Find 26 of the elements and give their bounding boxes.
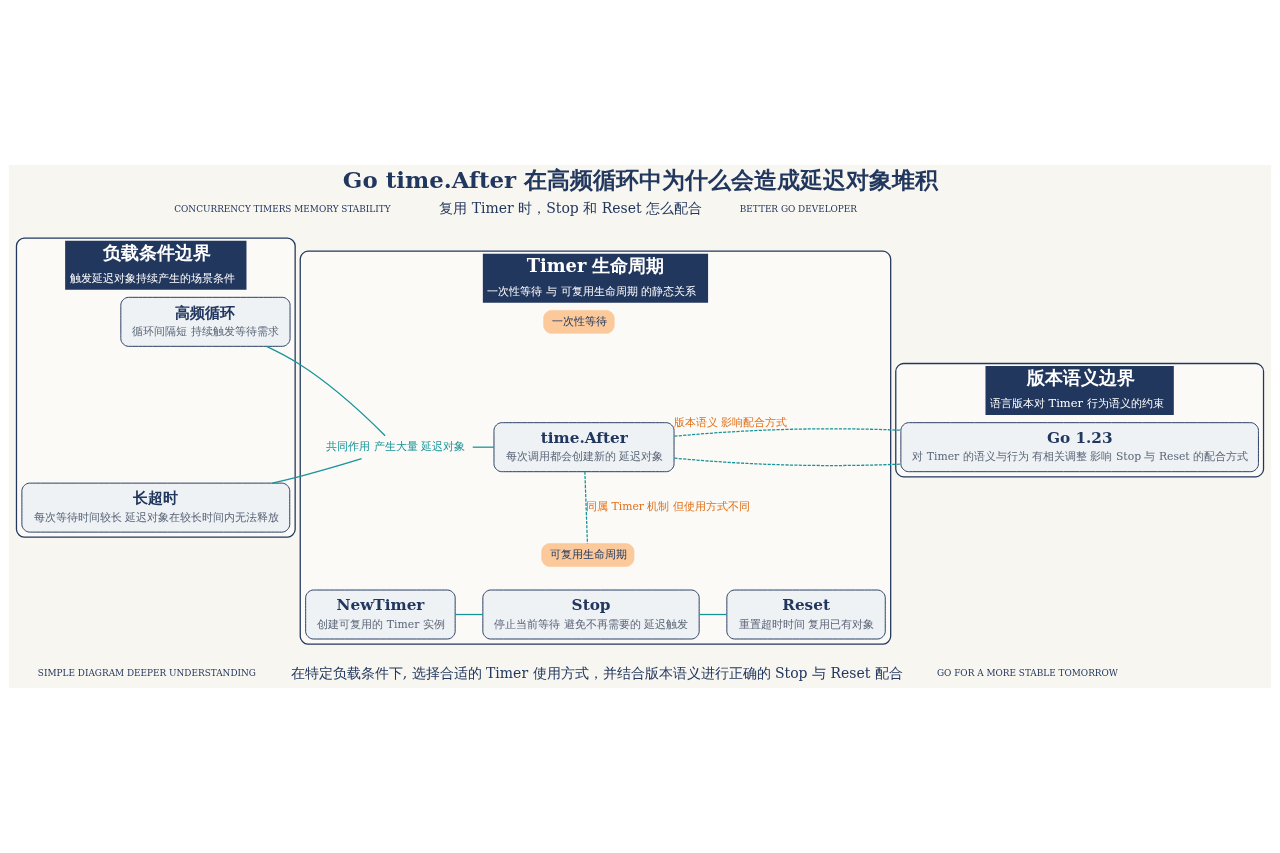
label: 复用 Timer 时，Stop 和 Reset 怎么配合 bbox=[439, 200, 702, 217]
caption: 在特定负载条件下, 选择合适的 Timer 使用方式，并结合版本语义进行正确的 Stop 与 Reset 配合 bbox=[290, 664, 903, 681]
connector bbox=[265, 345, 386, 437]
edge-label: 同属 Timer 机制 但使用方式不同 bbox=[586, 500, 750, 514]
node-box: Reset 重置超时时间 复用已有对象 bbox=[726, 589, 886, 640]
node-box: 长超时 每次等待时间较长 延迟对象在较长时间内无法释放 bbox=[21, 482, 291, 533]
node-box: time.After 每次调用都会创建新的 延迟对象 bbox=[493, 422, 675, 473]
node-box: 可复用生命周期 bbox=[541, 543, 635, 567]
node-box: Stop 停止当前等待 避免不再需要的 延迟触发 bbox=[482, 589, 700, 640]
label: BETTER GO DEVELOPER bbox=[739, 203, 858, 214]
node-box: Go 1.23 对 Timer 的语义与行为 有相关调整 影响 Stop 与 Reset 的配合方式 bbox=[900, 422, 1259, 473]
node-text: 共同作用 产生大量 延迟对象 bbox=[326, 440, 466, 454]
label: GO FOR A MORE STABLE TOMORROW bbox=[936, 668, 1118, 679]
node-box: 高频循环 循环间隔短 持续触发等待需求 bbox=[120, 296, 291, 347]
connector bbox=[698, 613, 728, 616]
connector bbox=[584, 471, 589, 545]
node-box: 一次性等待 bbox=[543, 310, 615, 334]
edge-label: 版本语义 影响配合方式 bbox=[673, 415, 788, 429]
diagram-title: Go time.After 在高频循环中为什么会造成延迟对象堆积 bbox=[342, 165, 939, 193]
label: SIMPLE DIAGRAM DEEPER UNDERSTANDING bbox=[37, 668, 256, 679]
connector bbox=[673, 428, 902, 467]
connector bbox=[454, 613, 484, 616]
connector bbox=[472, 446, 495, 448]
connector bbox=[271, 458, 363, 484]
node-box: NewTimer 创建可复用的 Timer 实例 bbox=[305, 589, 456, 640]
label: CONCURRENCY TIMERS MEMORY STABILITY bbox=[174, 203, 391, 214]
